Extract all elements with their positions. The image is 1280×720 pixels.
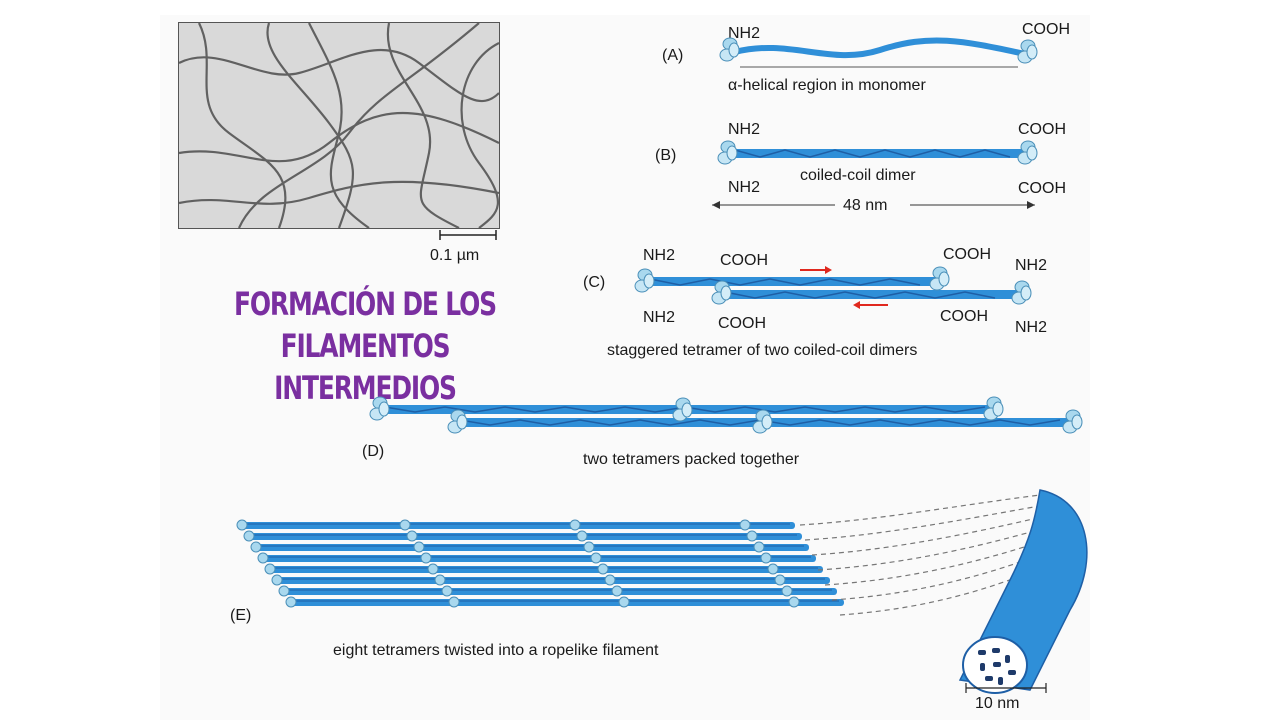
panel-c-nh2-right-bottom: NH2 — [1015, 319, 1047, 336]
panel-c: (C) NH2 NH2 COOH COOH COOH COOH NH2 NH2 — [583, 246, 1047, 359]
panel-b: (B) NH2 NH2 COOH COOH coiled-coil dimer … — [655, 121, 1066, 214]
direction-arrow-left — [853, 301, 888, 309]
panel-c-caption: staggered tetramer of two coiled-coil di… — [607, 342, 917, 359]
panel-c-cooh-right-top: COOH — [943, 246, 991, 263]
direction-arrow-right — [800, 266, 832, 274]
tetramer-array — [236, 519, 844, 608]
panel-e-caption: eight tetramers twisted into a ropelike … — [333, 642, 659, 659]
panel-c-nh2-left-top: NH2 — [643, 247, 675, 264]
panel-b-tag: (B) — [655, 147, 676, 164]
panel-c-tag: (C) — [583, 274, 605, 291]
panel-a-nh2: NH2 — [728, 25, 760, 42]
micrograph-filaments — [179, 23, 499, 228]
panel-b-caption: coiled-coil dimer — [800, 167, 916, 184]
rope-filament — [958, 489, 1088, 694]
panel-b-nh2-bottom: NH2 — [728, 179, 760, 196]
tetramer-dimer-2 — [718, 290, 1023, 299]
panel-d-tag: (D) — [362, 443, 384, 460]
panel-b-nh2-top: NH2 — [728, 121, 760, 138]
panel-a-cooh: COOH — [1022, 21, 1070, 38]
panel-b-cooh-top: COOH — [1018, 121, 1066, 138]
panel-e: (E) — [230, 489, 1088, 712]
packed-head-1 — [369, 396, 390, 421]
monomer-head — [719, 37, 740, 62]
title-line-2: FILAMENTOS INTERMEDIOS — [274, 327, 457, 407]
panel-e-tag: (E) — [230, 607, 251, 624]
panel-c-nh2-left-bottom: NH2 — [643, 309, 675, 326]
scale-label: 0.1 µm — [430, 247, 479, 264]
panel-a-caption: α-helical region in monomer — [728, 77, 926, 94]
panel-b-length: 48 nm — [843, 197, 887, 214]
title-line-1: FORMACIÓN DE LOS — [233, 285, 497, 323]
micrograph-scale-bar: 0.1 µm — [430, 230, 497, 264]
panel-d-caption: two tetramers packed together — [583, 451, 800, 468]
tetramer-dimer-1 — [645, 277, 940, 286]
panel-c-cooh-mid-bottom: COOH — [718, 315, 766, 332]
panel-a: (A) NH2 COOH α-helical region in monomer — [662, 21, 1070, 94]
panel-c-nh2-right-top: NH2 — [1015, 257, 1047, 274]
panel-c-cooh-right-bottom: COOH — [940, 308, 988, 325]
panel-e-diameter: 10 nm — [975, 695, 1019, 712]
panel-c-cooh-mid-top: COOH — [720, 252, 768, 269]
tetramer-head-left — [634, 268, 655, 293]
panel-a-tag: (A) — [662, 47, 683, 64]
dimer-head — [717, 140, 738, 165]
monomer-helix — [734, 37, 1026, 59]
panel-d: (D) two tetramers packed together — [362, 396, 1083, 468]
electron-micrograph — [178, 22, 500, 229]
panel-b-cooh-bottom: COOH — [1018, 180, 1066, 197]
slide-title: FORMACIÓN DE LOS FILAMENTOS INTERMEDIOS — [205, 283, 525, 409]
